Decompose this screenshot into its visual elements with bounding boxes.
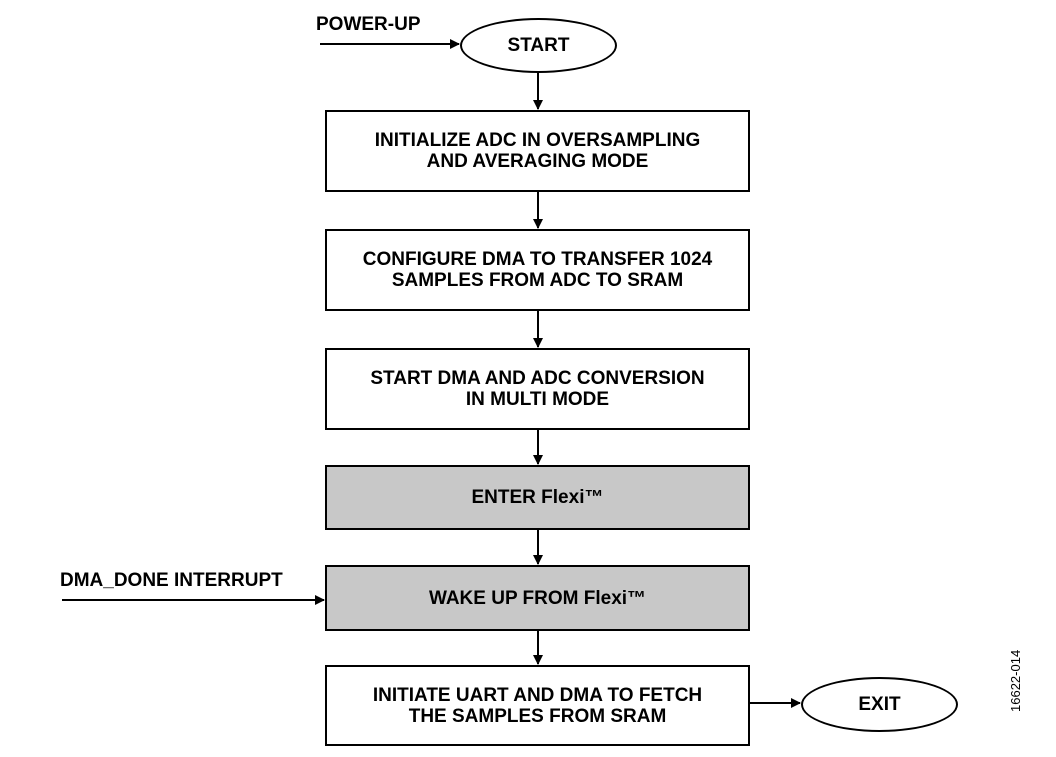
step-2-line-1: CONFIGURE DMA TO TRANSFER 1024 — [362, 249, 713, 270]
step-enter-flexi: ENTER Flexi™ — [325, 465, 750, 530]
step-initialize-adc: INITIALIZE ADC IN OVERSAMPLING AND AVERA… — [325, 110, 750, 192]
step-2-line-2: SAMPLES FROM ADC TO SRAM — [391, 270, 684, 291]
step-4-label: ENTER Flexi™ — [471, 487, 604, 508]
power-up-label: POWER-UP — [316, 14, 421, 35]
step-start-dma-adc: START DMA AND ADC CONVERSION IN MULTI MO… — [325, 348, 750, 430]
start-label: START — [507, 34, 570, 56]
figure-id: 16622-014 — [1008, 649, 1023, 712]
exit-label: EXIT — [858, 693, 901, 715]
step-1-line-1: INITIALIZE ADC IN OVERSAMPLING — [374, 130, 701, 151]
start-terminal: START — [460, 18, 617, 73]
step-configure-dma: CONFIGURE DMA TO TRANSFER 1024 SAMPLES F… — [325, 229, 750, 311]
step-3-line-2: IN MULTI MODE — [465, 389, 610, 410]
step-1-line-2: AND AVERAGING MODE — [426, 151, 649, 172]
step-6-line-2: THE SAMPLES FROM SRAM — [408, 705, 667, 727]
step-initiate-uart-dma: INITIATE UART AND DMA TO FETCH THE SAMPL… — [325, 665, 750, 746]
step-5-label: WAKE UP FROM Flexi™ — [428, 587, 647, 609]
step-3-line-1: START DMA AND ADC CONVERSION — [370, 368, 705, 389]
step-6-line-1: INITIATE UART AND DMA TO FETCH — [372, 684, 703, 706]
exit-terminal: EXIT — [801, 677, 958, 732]
step-wake-up-flexi: WAKE UP FROM Flexi™ — [325, 565, 750, 631]
dma-done-interrupt-label: DMA_DONE INTERRUPT — [60, 570, 283, 591]
